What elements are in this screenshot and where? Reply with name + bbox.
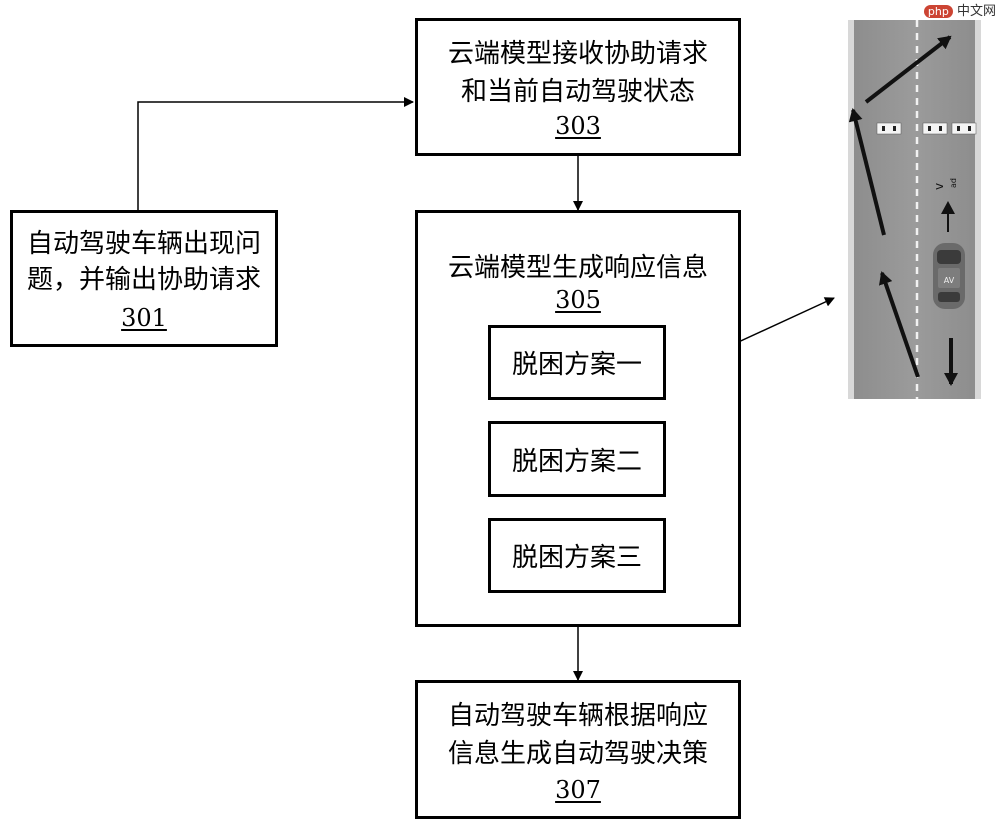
watermark-text: 中文网 xyxy=(956,4,996,19)
box-303: 云端模型接收协助请求 和当前自动驾驶状态 303 xyxy=(415,18,741,156)
box-307-line1: 自动驾驶车辆根据响应 xyxy=(447,701,708,731)
watermark: php 中文网 xyxy=(923,0,996,19)
svg-text:AV: AV xyxy=(944,276,955,285)
option-2: 脱困方案二 xyxy=(488,421,666,497)
box-305-title: 云端模型生成响应信息 xyxy=(447,253,708,283)
box-307-number: 307 xyxy=(555,776,601,804)
box-303-line2: 和当前自动驾驶状态 xyxy=(460,77,695,107)
box-303-line1: 云端模型接收协助请求 xyxy=(447,39,708,69)
box-305-number: 305 xyxy=(555,286,601,314)
box-301-line1: 自动驾驶车辆出现问 xyxy=(26,229,261,259)
box-301-number: 301 xyxy=(121,304,167,332)
road-surface xyxy=(848,20,981,399)
road-left-shoulder xyxy=(848,20,854,399)
option-3: 脱困方案三 xyxy=(488,518,666,593)
box-303-number: 303 xyxy=(555,112,601,140)
trajectory-arrow-3 xyxy=(864,35,952,104)
barrier-left xyxy=(876,122,977,135)
box-301: 自动驾驶车辆出现问 题，并输出协助请求 301 xyxy=(10,210,278,347)
box-301-line2: 题，并输出协助请求 xyxy=(26,265,261,295)
velocity-label: v xyxy=(932,183,946,190)
trajectory-arrow-1 xyxy=(878,271,920,378)
arrow-301-to-303 xyxy=(137,97,414,210)
trajectory-arrow-2 xyxy=(848,108,886,236)
road-right-shoulder xyxy=(975,20,981,399)
vehicle-icon: AV xyxy=(933,243,965,309)
option-1: 脱困方案一 xyxy=(488,325,666,400)
box-307-line2: 信息生成自动驾驶决策 xyxy=(447,739,708,769)
watermark-logo: php xyxy=(923,5,953,18)
box-307: 自动驾驶车辆根据响应 信息生成自动驾驶决策 307 xyxy=(415,680,741,819)
velocity-subscript: ad xyxy=(949,178,958,188)
